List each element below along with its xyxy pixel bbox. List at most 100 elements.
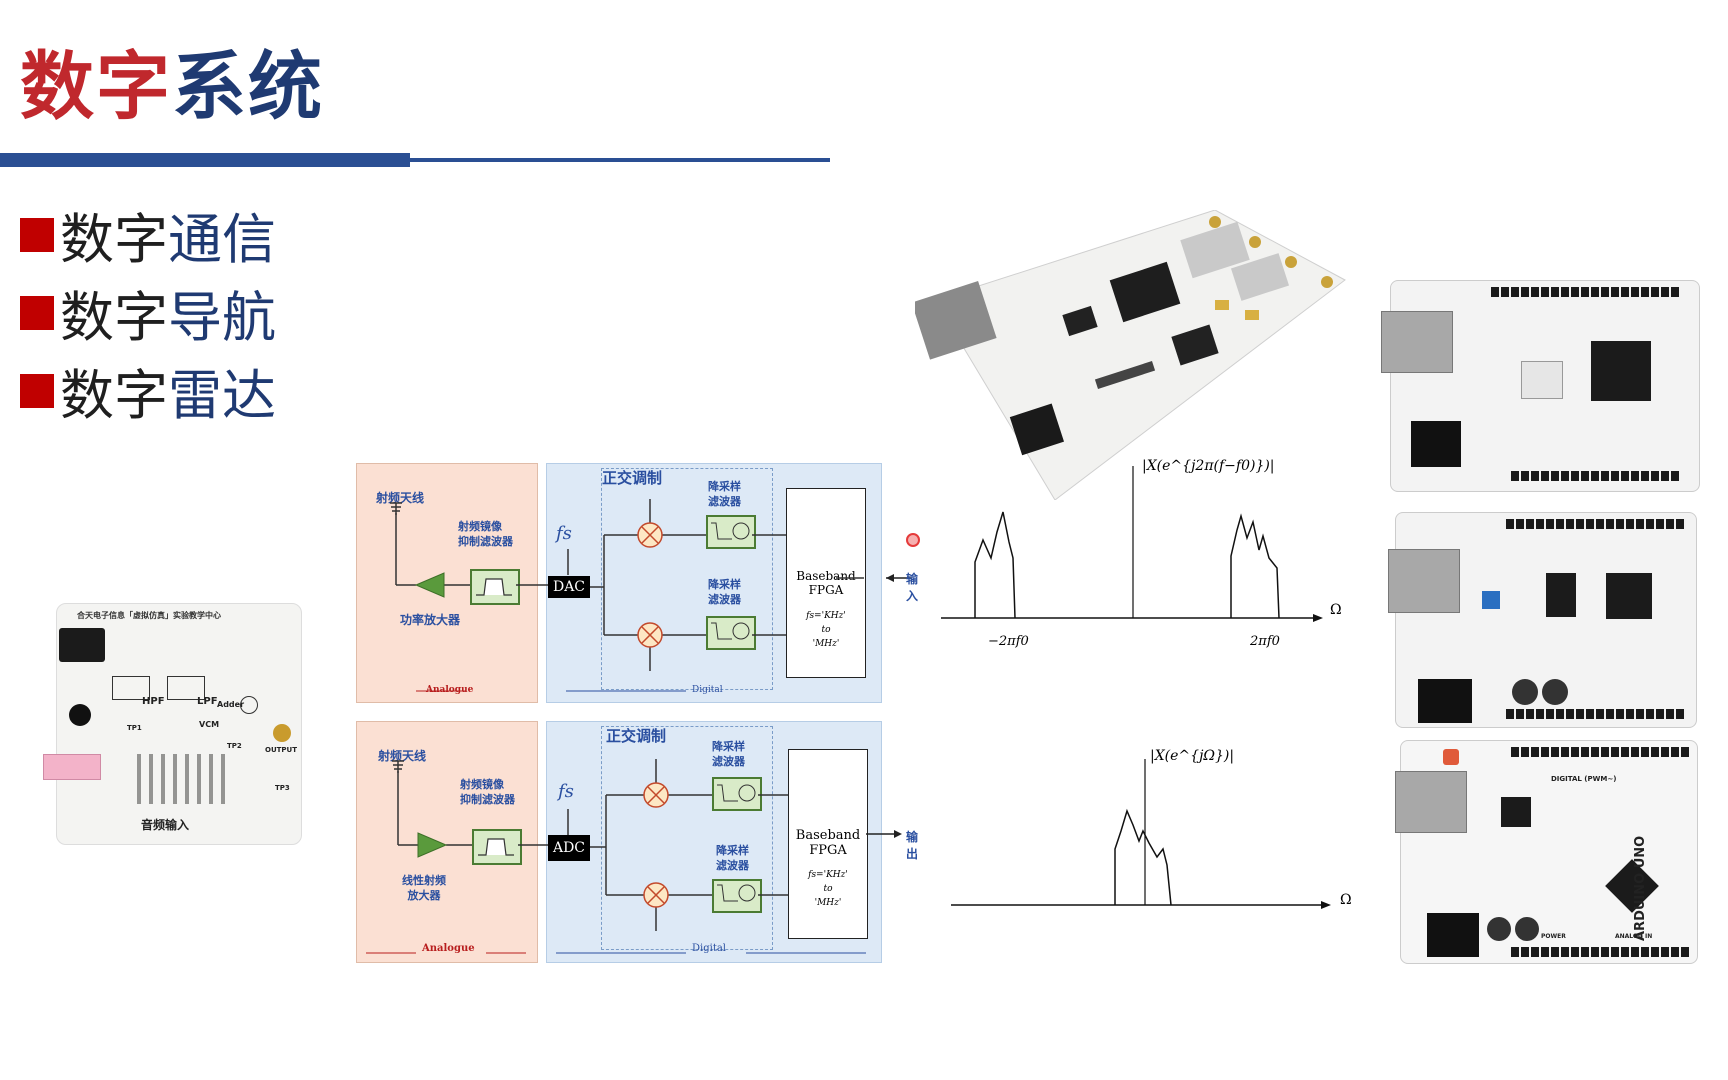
header-pins-top [1506,519,1686,529]
header-pins-bottom [1511,947,1691,957]
rx-amp-label: 线性射频 放大器 [402,874,446,902]
spectrum-top-right-band [1230,513,1280,619]
rx-baseband-line1: Baseband [795,828,861,843]
title-rule-thin [410,158,830,162]
arduino-board-2 [1388,512,1697,728]
rx-digital-label: Digital [692,943,726,954]
mcu-chip [1605,859,1659,913]
bullet-square-icon [20,296,54,330]
spectrum-top-xlabel: Ω [1330,602,1342,618]
rx-output-arrow [866,830,902,838]
header-pins-top [1491,287,1681,297]
tx-analogue-label: Analogue [426,685,474,695]
bullet-square-icon [20,218,54,252]
tx-dsf-bottom-label: 降采样 滤波器 [708,578,741,606]
tx-baseband-line2: FPGA [808,583,844,597]
tp3-label: TP3 [275,784,290,792]
tx-input-arrow [886,574,912,582]
bullet-prefix: 数字 [60,364,168,427]
output-label: OUTPUT [265,746,297,754]
tx-baseband-line1: Baseband [796,569,856,583]
bullet-item: 数字导航 [20,283,276,353]
spectrum-top-ylabel: |X(e^{j2π(f−f0)})| [1142,458,1275,474]
seven-segment-display [1521,361,1563,399]
rx-fs-label: fs [558,781,574,802]
rx-dsf-top-block [712,777,762,811]
audio-board-header: 合天电子信息「虚拟仿真」实验教学中心 [77,611,221,620]
slide-title-part2: 系统 [172,44,324,130]
tx-block-diagram: 正交调制 射频天线 射频镜像 抑制滤波器 功率放大器 fs DAC 降采样 滤波… [356,463,918,703]
cursor-indicator-icon [906,533,920,547]
spectrum-bottom-ylabel: |X(e^{jΩ})| [1150,748,1235,764]
usb-port [1388,549,1460,613]
rx-modulation-box [601,726,773,950]
tx-dsf-top-block [706,515,756,549]
tx-filter-label: 射频镜像 抑制滤波器 [458,520,513,548]
fpga-board-illustration [911,209,1346,501]
dc-jack [59,628,105,662]
header-pins-bottom [1506,709,1686,719]
bullet-item: 数字通信 [20,205,276,275]
hpf-label: HPF [142,696,165,707]
tx-fs-label: fs [556,523,572,544]
tx-dsf-top-label: 降采样 滤波器 [708,480,741,508]
rx-baseband-fpga: Baseband FPGA fs='KHz' to 'MHz' [788,749,868,939]
slide-title: 数字系统 [20,42,324,132]
tx-modulation-box [601,468,773,690]
power-jack [1427,913,1479,957]
usb-chip [1546,573,1576,617]
lpf-block [167,676,205,700]
capacitor [1542,679,1568,705]
tx-amp-label: 功率放大器 [400,613,461,627]
capacitor [1512,679,1538,705]
usb-chip [1501,797,1531,827]
title-rule-thick [0,153,410,167]
bullet-highlight: 通信 [168,208,276,271]
audio-board-caption: 音频输入 [141,818,190,832]
lpf-label: LPF [197,696,218,707]
hpf-block [112,676,150,700]
arduino-uno-label: ARDUINO UNO [1633,835,1648,941]
tx-diagram-wiring [390,499,864,692]
tx-antenna-label: 射频天线 [376,491,425,505]
mcu-chip [1591,341,1651,401]
output-connector [273,724,291,742]
bullet-highlight: 导航 [168,286,276,349]
usb-port [1395,771,1467,833]
mcu-chip [1606,573,1652,619]
rx-diagram-wiring [366,759,866,954]
power-jack [1418,679,1472,723]
rx-dsf-bottom-label: 降采样 滤波器 [716,844,749,872]
tp1-label: TP1 [127,724,142,732]
spectrum-top-x-arrow [1313,614,1323,622]
capacitor [1515,917,1539,941]
spectrum-bottom-xlabel: Ω [1340,892,1352,908]
adder-symbol [240,696,258,714]
arduino-board-1 [1381,280,1700,492]
rx-modulation-label: 正交调制 [606,727,667,745]
audio-jack-pink [43,754,101,780]
header-pins-top [1511,747,1691,757]
tx-dsf-bottom-block [706,616,756,650]
spectrum-bottom-x-arrow [1321,901,1331,909]
audio-board-photo: 合天电子信息「虚拟仿真」实验教学中心 HPF LPF Adder VCM OUT… [43,603,302,845]
tx-modulation-label: 正交调制 [602,469,663,487]
power-section-label: POWER [1541,933,1566,940]
rx-baseband-note: fs='KHz' to 'MHz' [808,870,848,908]
power-jack [1411,421,1461,467]
tp2-label: TP2 [227,742,242,750]
tx-io-label: 输入 [906,572,919,603]
usb-port [1381,311,1453,373]
tx-baseband-fpga: Baseband FPGA fs='KHz' to 'MHz' [786,488,866,678]
spectrum-top-left-band [974,511,1016,619]
bullet-square-icon [20,374,54,408]
reset-button-red [1443,749,1459,765]
spectrum-top-tick-right: 2πf0 [1250,634,1280,649]
vcm-label: VCM [199,720,220,729]
spectrum-bottom-plot [951,759,1331,909]
tx-digital-label: Digital [692,685,723,695]
adder-label: Adder [217,700,245,709]
rx-antenna-label: 射频天线 [378,749,427,763]
microphone [69,704,91,726]
rx-io-label: 输出 [906,830,919,861]
